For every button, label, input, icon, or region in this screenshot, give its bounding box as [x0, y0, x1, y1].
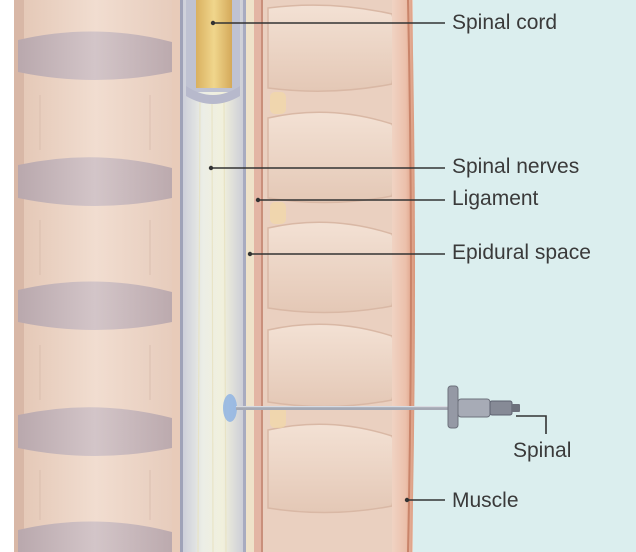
muscle-layer — [392, 0, 415, 552]
label-spinal-nerves: Spinal nerves — [452, 156, 579, 177]
posterior-longitudinal-ligament — [172, 0, 180, 552]
disc-3 — [18, 281, 172, 330]
label-spinal: Spinal — [513, 440, 571, 461]
disc-2 — [18, 157, 172, 206]
needle-hub-flange — [448, 386, 458, 428]
ligamentum-flavum — [254, 0, 262, 552]
disc-1 — [18, 31, 172, 80]
needle-hub — [458, 399, 490, 417]
label-epidural-space: Epidural space — [452, 242, 591, 263]
spinal-cord — [186, 0, 240, 104]
label-spinal-cord: Spinal cord — [452, 12, 557, 33]
label-ligament: Ligament — [452, 188, 538, 209]
vertebral-bodies — [14, 0, 178, 552]
label-muscle: Muscle — [452, 490, 519, 511]
spinous-processes — [263, 0, 413, 552]
disc-4 — [18, 407, 172, 456]
injection-site — [223, 394, 237, 422]
epidural-space — [246, 0, 254, 552]
needle-cap — [490, 401, 512, 415]
